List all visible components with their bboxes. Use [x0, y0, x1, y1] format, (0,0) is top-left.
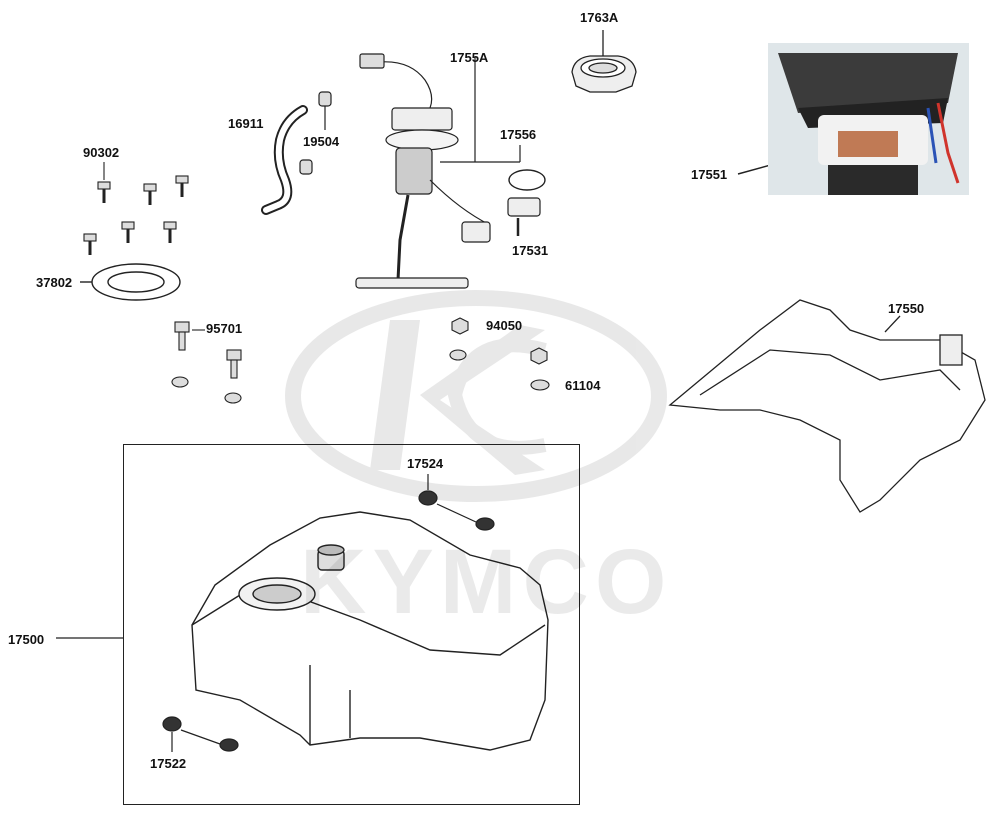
label-17550[interactable]: 17550 [888, 301, 925, 316]
upper-rubber-mount-icon[interactable] [418, 474, 495, 531]
label-17551[interactable]: 17551 [691, 167, 728, 182]
kymco-watermark-icon [285, 290, 667, 502]
fuel-level-sensor-icon[interactable] [461, 197, 541, 243]
label-17556[interactable]: 17556 [500, 127, 537, 142]
pump-filter-photo[interactable] [768, 43, 969, 195]
label-61104[interactable]: 61104 [565, 378, 601, 393]
label-17500[interactable]: 17500 [8, 632, 45, 647]
label-37802[interactable]: 37802 [36, 275, 73, 290]
label-16911[interactable]: 16911 [228, 116, 264, 131]
tank-cover-icon[interactable] [668, 299, 986, 513]
washer-icon[interactable] [530, 379, 550, 391]
fuel-pump-assembly-icon[interactable] [355, 53, 521, 289]
hose-clamp-icon[interactable] [299, 91, 332, 175]
fuel-tank-icon[interactable] [191, 511, 549, 751]
label-17531[interactable]: 17531 [512, 243, 549, 258]
label-90302[interactable]: 90302 [83, 145, 120, 160]
fuel-cap-icon[interactable] [571, 30, 637, 93]
gasket-icon[interactable] [80, 263, 181, 301]
kymco-watermark-text: KYMCO [300, 531, 673, 633]
label-17524[interactable]: 17524 [407, 456, 444, 471]
label-94050[interactable]: 94050 [486, 318, 523, 333]
fuel-tank-assembly-frame [123, 444, 580, 805]
bolt-icon[interactable] [171, 321, 242, 404]
lower-rubber-mount-icon[interactable] [162, 716, 239, 752]
nut-icon[interactable] [449, 317, 548, 365]
pump-photo-drawing [768, 43, 969, 195]
label-1763a[interactable]: 1763A [580, 10, 619, 25]
label-95701[interactable]: 95701 [206, 321, 243, 336]
label-17522[interactable]: 17522 [150, 756, 187, 771]
label-19504[interactable]: 19504 [303, 134, 340, 149]
screw-set-icon[interactable] [83, 162, 189, 255]
o-ring-icon[interactable] [508, 169, 546, 191]
label-1755a[interactable]: 1755A [450, 50, 489, 65]
